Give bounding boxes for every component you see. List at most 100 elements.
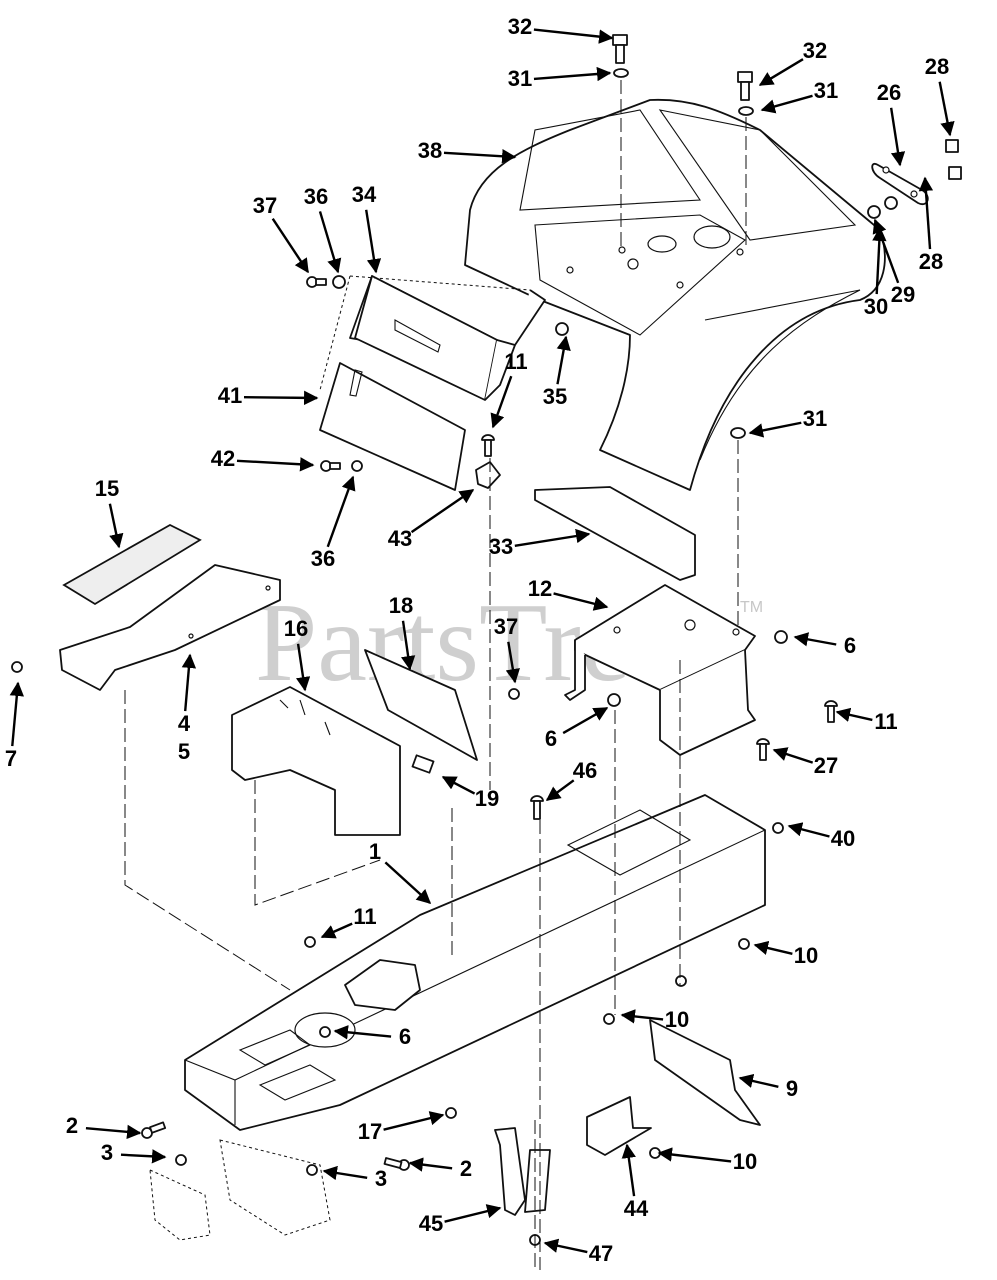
callout-47-nut: 47 <box>543 1238 613 1266</box>
callout-41-plate: 41 <box>218 383 319 408</box>
callout-4-bracket: 4 <box>178 653 197 736</box>
callout-number: 27 <box>814 753 838 778</box>
callout-number: 38 <box>418 138 442 163</box>
callout-number: 36 <box>311 546 335 571</box>
callout-number: 41 <box>218 383 242 408</box>
callout-leader-arrow <box>322 1165 368 1181</box>
callout-number: 43 <box>388 526 412 551</box>
callout-40-screw: 40 <box>787 822 855 851</box>
callout-number: 29 <box>891 282 915 307</box>
callout-leader-arrow <box>562 706 609 735</box>
bracket-4-5 <box>59 564 281 691</box>
bolt-32-left <box>612 34 628 64</box>
callout-5-bracket: 5 <box>178 739 190 764</box>
callout-46-bolt: 46 <box>545 758 597 801</box>
callout-leader-arrow <box>787 822 830 838</box>
callout-number: 3 <box>375 1166 387 1191</box>
callout-number: 37 <box>253 193 277 218</box>
bolt-46 <box>530 795 544 820</box>
callout-leader-arrow <box>533 66 612 82</box>
washer-29 <box>884 196 898 210</box>
washer-36b <box>351 460 363 472</box>
callout-number: 44 <box>624 1196 649 1221</box>
nut-10-d <box>649 1147 661 1159</box>
washer-31-right <box>738 106 754 116</box>
callout-35-nut: 35 <box>543 335 571 409</box>
callout-leader-arrow <box>318 211 342 274</box>
callout-number: 6 <box>399 1024 411 1049</box>
callout-leader-arrow <box>738 1073 779 1089</box>
screw-40 <box>772 822 784 834</box>
bolt-28-bottom <box>948 166 962 180</box>
nut-3-right <box>306 1164 318 1176</box>
callout-number: 47 <box>589 1241 613 1266</box>
callout-37-screw: 37 <box>253 193 310 274</box>
callout-number: 28 <box>925 54 949 79</box>
callout-number: 11 <box>874 709 897 734</box>
callout-31-washer: 31 <box>508 66 612 91</box>
callout-leader-arrow <box>657 1147 732 1163</box>
callout-leader-arrow <box>108 503 124 549</box>
callout-number: 5 <box>178 739 190 764</box>
callout-leader-arrow <box>444 1204 502 1223</box>
callout-number: 19 <box>475 786 499 811</box>
callout-31-washer: 31 <box>760 78 838 114</box>
callout-number: 31 <box>803 406 827 431</box>
washer-36 <box>332 275 346 289</box>
callout-38-fender: 38 <box>418 138 517 164</box>
clip-19 <box>411 754 435 774</box>
callout-31-washer: 31 <box>748 406 827 438</box>
callout-number: 2 <box>66 1113 78 1138</box>
callout-18-plate: 18 <box>389 593 416 671</box>
callout-9-bracket: 9 <box>738 1073 798 1101</box>
callout-number: 33 <box>489 534 513 559</box>
callout-number: 35 <box>543 384 567 409</box>
callout-number: 9 <box>786 1076 798 1101</box>
nut-10-b <box>675 975 687 987</box>
callout-6-nut: 6 <box>333 1024 411 1049</box>
callout-leader-arrow <box>85 1124 142 1140</box>
callout-33-plate: 33 <box>489 528 591 559</box>
callout-number: 28 <box>919 249 943 274</box>
bolt-11-top <box>481 434 495 457</box>
callout-leader-arrow <box>553 592 609 611</box>
bolt-27 <box>756 738 770 761</box>
callout-11-bolt: 11 <box>835 707 898 734</box>
callout-number: 34 <box>352 182 377 207</box>
bracket-43 <box>475 461 501 489</box>
callout-leader-arrow <box>181 653 197 712</box>
callout-15-pad: 15 <box>95 476 124 549</box>
watermark-trademark: TM <box>740 599 763 616</box>
callout-leader-arrow <box>753 940 793 955</box>
callout-37-screw: 37 <box>494 614 520 684</box>
bracket-16 <box>231 686 401 836</box>
callout-number: 10 <box>794 943 818 968</box>
callout-19-bolt: 19 <box>441 775 499 811</box>
nut-6-right <box>774 630 788 644</box>
callout-10-nut: 10 <box>620 1007 689 1032</box>
callout-number: 26 <box>877 80 901 105</box>
callout-number: 6 <box>844 633 856 658</box>
nut-3-left <box>175 1154 187 1166</box>
callout-32-bolt: 32 <box>508 14 614 44</box>
callout-leader-arrow <box>384 861 432 904</box>
screw-17 <box>445 1107 457 1119</box>
callout-number: 4 <box>178 711 191 736</box>
callout-leader-arrow <box>620 1009 664 1024</box>
callout-10-nut: 10 <box>657 1147 757 1174</box>
callout-number: 36 <box>304 184 328 209</box>
callout-number: 15 <box>95 476 119 501</box>
bracket-45 <box>494 1127 551 1216</box>
callout-30-nut: 30 <box>864 226 888 319</box>
callout-leader-arrow <box>320 922 353 939</box>
frame-1 <box>184 794 766 1131</box>
callout-leader-arrow <box>556 335 571 385</box>
callout-leader-arrow <box>236 457 315 472</box>
callout-number: 10 <box>665 1007 689 1032</box>
callout-34-bracket: 34 <box>352 182 382 274</box>
callout-leader-arrow <box>621 1143 636 1197</box>
plate-26 <box>871 162 929 206</box>
bolt-2-left <box>141 1121 167 1139</box>
callout-number: 11 <box>504 349 527 374</box>
